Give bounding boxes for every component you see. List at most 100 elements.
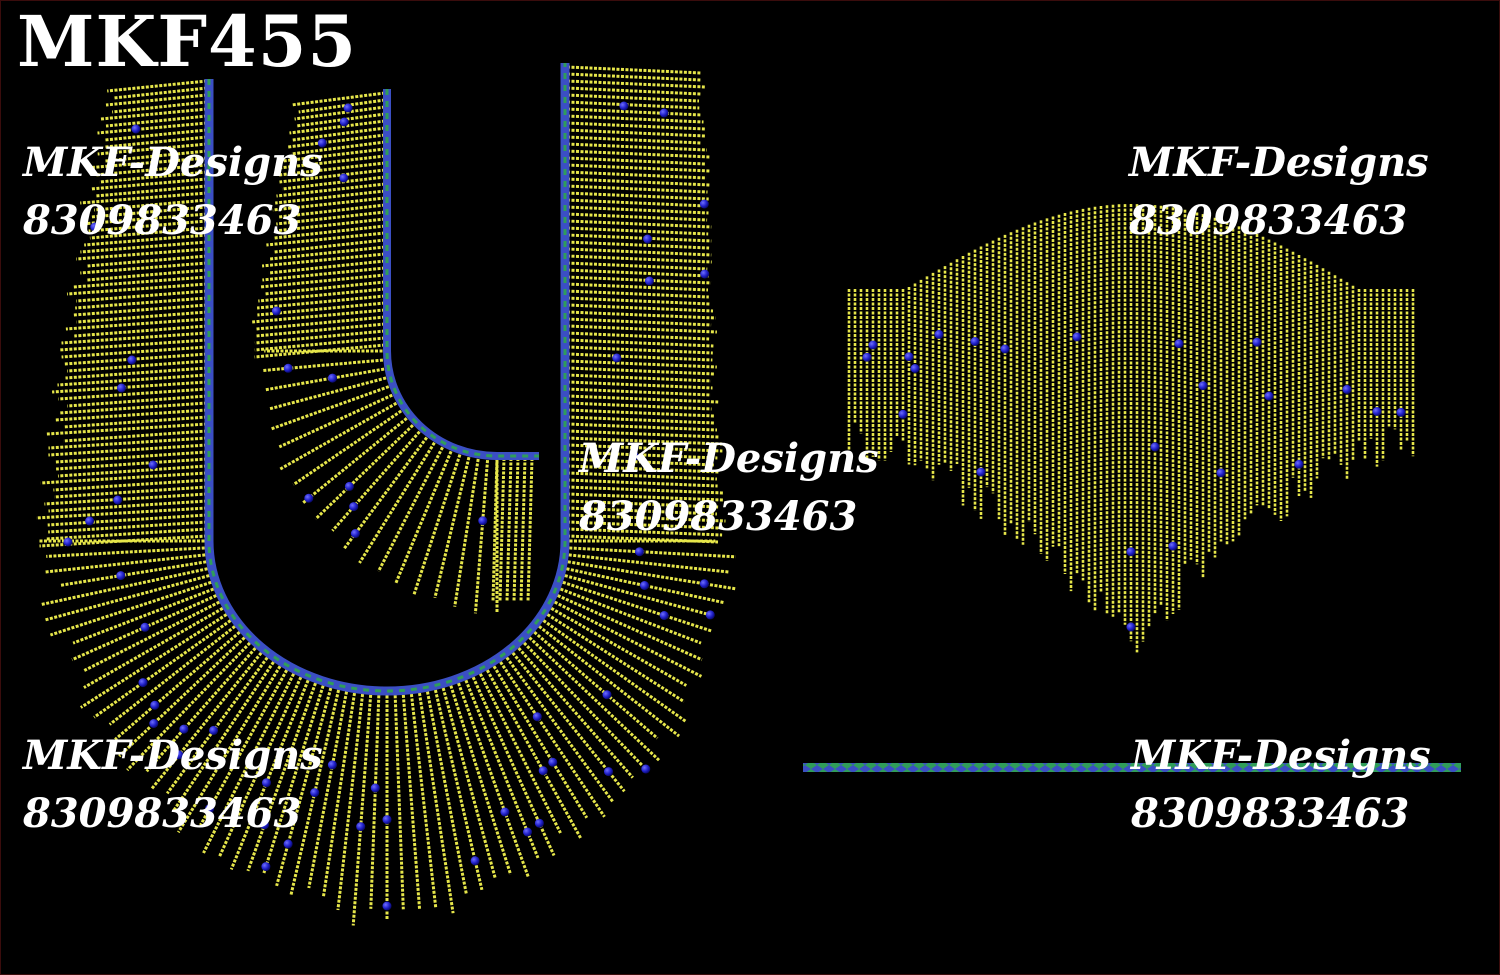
thread-stitch	[254, 336, 386, 352]
thread-stitch	[530, 628, 659, 740]
thread-stitch	[91, 205, 208, 219]
bead	[644, 276, 654, 286]
thread-stitch	[48, 436, 208, 450]
thread-stitch	[61, 345, 208, 359]
thread-stitch	[566, 387, 711, 397]
thread-stitch	[274, 238, 386, 254]
bead	[283, 839, 293, 849]
thread-stitch	[526, 457, 534, 602]
bead	[1216, 468, 1226, 478]
thread-stitch	[112, 100, 208, 114]
thread-stitch	[105, 93, 208, 107]
neckline-outer-border-stitch	[207, 63, 567, 693]
thread-stitch	[259, 273, 386, 289]
thread-stitch	[566, 450, 718, 460]
thread-stitch	[63, 429, 208, 443]
thread-stitch	[149, 648, 266, 791]
bead	[356, 822, 366, 832]
thread-stitch	[199, 665, 291, 826]
neckline-inner-border-stitch	[385, 89, 539, 458]
thread-stitch	[53, 478, 208, 492]
thread-stitch	[512, 457, 520, 602]
thread-stitch	[79, 610, 232, 709]
bead	[1168, 541, 1178, 551]
thread-stitch	[566, 352, 713, 362]
thread-stitch	[538, 616, 688, 724]
watermark-brand: MKF-Designs	[1129, 139, 1429, 186]
thread-stitch	[566, 506, 717, 516]
bead-layer	[63, 101, 1406, 911]
thread-stitch	[566, 163, 711, 173]
thread-stitch	[291, 140, 386, 156]
thread-stitch	[145, 643, 260, 773]
bead	[478, 516, 488, 526]
thread-stitch	[54, 485, 208, 499]
bead	[174, 750, 184, 760]
thread-stitch	[566, 156, 706, 166]
thread-stitch	[433, 452, 472, 599]
thread-stitch	[275, 683, 334, 887]
thread-stitch	[425, 686, 468, 895]
thread-stitch	[83, 604, 228, 689]
thread-stitch	[566, 492, 723, 502]
thread-stitch	[254, 329, 386, 345]
thread-stitch	[97, 142, 208, 156]
design-code: MKF455	[17, 0, 358, 83]
thread-stitch	[377, 442, 446, 572]
watermark-phone: 8309833463	[579, 493, 858, 540]
thread-stitch	[48, 499, 208, 513]
bead	[150, 700, 160, 710]
bead	[970, 337, 980, 346]
bead	[1372, 407, 1382, 416]
thread-stitch	[546, 604, 688, 687]
thread-stitch	[566, 478, 718, 488]
watermark-phone: 8309833463	[23, 790, 302, 837]
thread-stitch	[558, 579, 713, 633]
thread-stitch	[218, 672, 305, 858]
bead	[138, 678, 148, 688]
watermark: MKF-Designs 8309833463	[579, 439, 879, 537]
thread-stitch	[566, 275, 712, 285]
thread-stitch	[52, 380, 208, 394]
thread-stitch	[268, 375, 391, 411]
thread-stitch	[80, 240, 208, 254]
bead	[283, 363, 293, 373]
bead	[117, 383, 126, 393]
thread-stitch	[566, 65, 702, 75]
bead	[538, 766, 548, 776]
thread-stitch	[72, 586, 219, 645]
watermark: MKF-Designs 8309833463	[1129, 143, 1429, 241]
bead	[149, 719, 159, 728]
thread-stitch	[566, 240, 710, 250]
thread-stitch	[229, 675, 312, 870]
bead	[1198, 381, 1208, 391]
thread-stitch	[67, 394, 208, 408]
thread-stitch	[281, 175, 386, 191]
thread-stitch	[66, 282, 208, 296]
thread-stitch	[301, 414, 412, 505]
thread-stitch	[108, 622, 240, 726]
thread-stitch	[276, 210, 386, 226]
thread-stitch	[294, 105, 386, 121]
thread-stitch	[76, 289, 208, 303]
bead	[262, 778, 271, 788]
thread-stitch	[566, 296, 710, 306]
thread-stitch	[566, 324, 717, 334]
bead	[1174, 339, 1184, 349]
thread-stitch	[46, 546, 210, 558]
thread-stitch	[113, 86, 208, 100]
thread-stitch	[566, 219, 712, 229]
thread-stitch	[177, 661, 284, 834]
thread-stitch	[55, 408, 208, 422]
thread-stitch	[57, 373, 208, 387]
thread-stitch	[262, 680, 326, 874]
bead	[343, 103, 353, 113]
thread-stitch	[469, 672, 556, 857]
bead	[327, 760, 337, 770]
bead	[604, 767, 613, 777]
bead	[63, 537, 73, 547]
thread-stitch	[65, 317, 208, 331]
bead	[700, 269, 710, 279]
thread-stitch	[45, 552, 210, 574]
thread-stitch	[566, 527, 723, 537]
